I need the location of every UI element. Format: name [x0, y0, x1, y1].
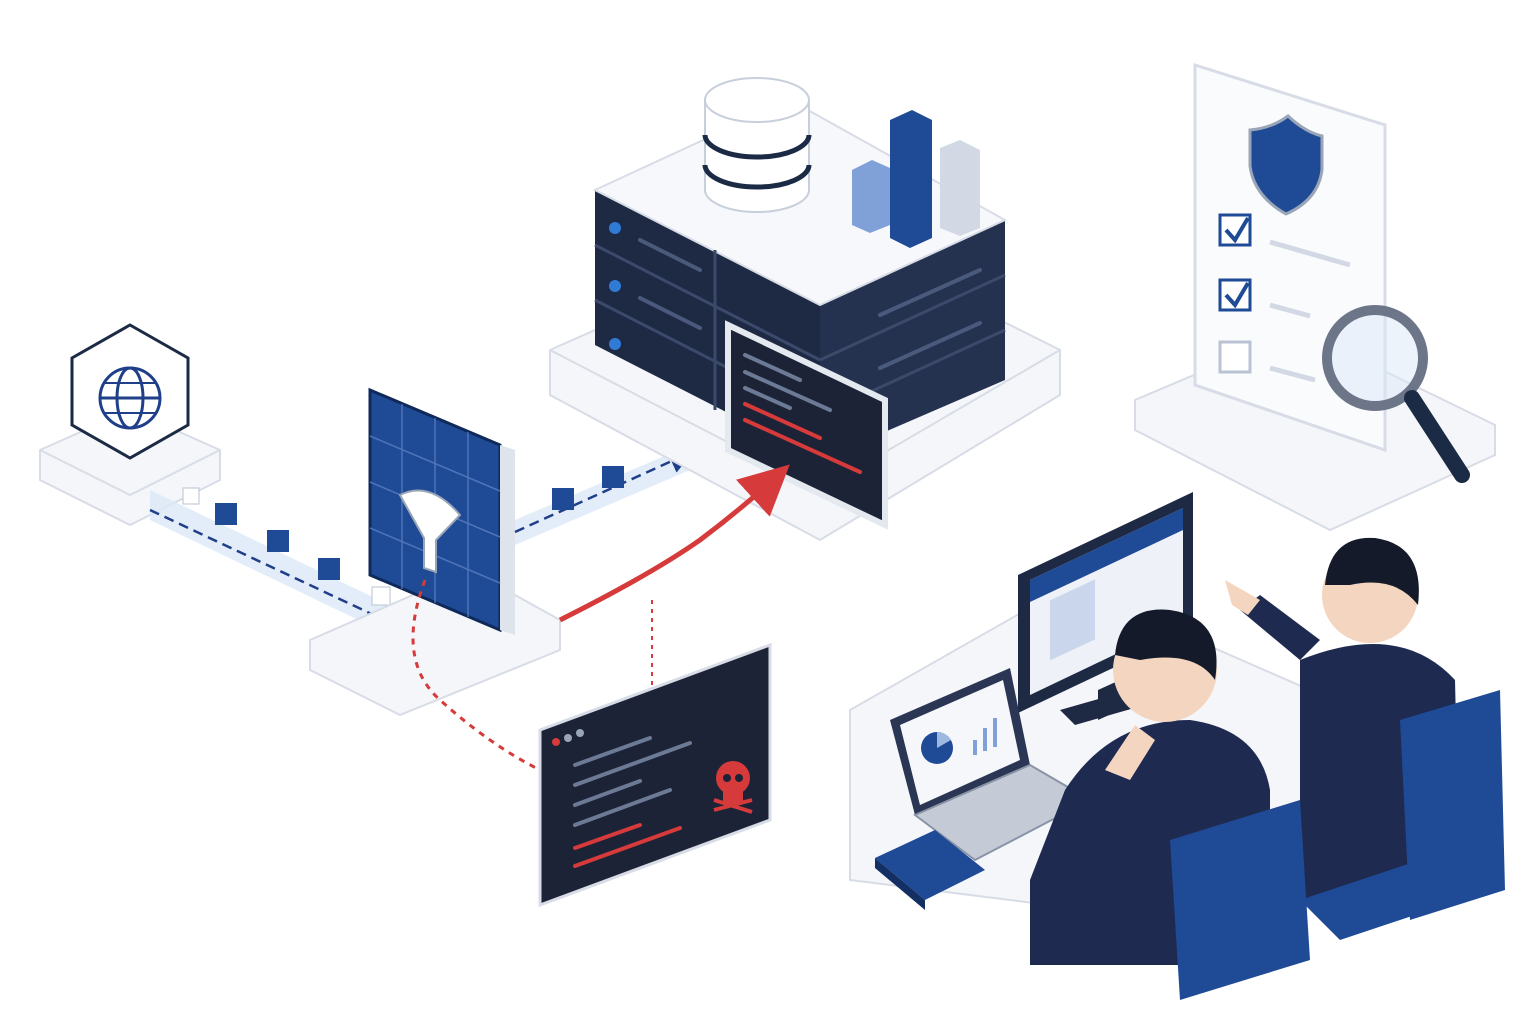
compliance-node [1134, 62, 1496, 532]
traffic-band-outbound [514, 445, 695, 545]
pointing-hand [1225, 580, 1260, 615]
filter-funnel-icon [398, 489, 462, 574]
skull-icon [713, 761, 753, 814]
edge-internet-waf [149, 508, 396, 627]
office-chair [1170, 690, 1505, 1000]
packet [602, 466, 624, 488]
waf-firewall-node [309, 387, 561, 717]
magnifier-icon [1322, 305, 1470, 483]
shield-icon [1248, 114, 1324, 216]
database-icon [702, 77, 812, 213]
packet [267, 530, 289, 552]
globe-icon [98, 366, 162, 430]
packet [318, 558, 340, 580]
packet [215, 503, 237, 525]
status-light [609, 338, 621, 350]
edge-waf-malicious [411, 579, 541, 772]
packet [552, 488, 574, 510]
terminal-icon [743, 353, 862, 474]
internet-node [39, 323, 221, 527]
status-light [609, 222, 621, 234]
attack-path [411, 464, 790, 772]
edge-malicious-server [558, 464, 790, 623]
data-packets-inbound [182, 487, 391, 606]
server-console [725, 320, 888, 530]
security-analysts-scene [849, 492, 1505, 1000]
bar-chart-icon [852, 110, 980, 248]
malicious-console [538, 642, 772, 908]
traffic-band-inbound [149, 490, 400, 640]
notebook [875, 830, 985, 910]
checkbox-unchecked [1218, 340, 1252, 374]
checklist [1218, 213, 1351, 383]
laptop [890, 668, 1093, 862]
status-light [609, 280, 621, 292]
profile-card [1050, 579, 1095, 661]
hand [1105, 725, 1155, 780]
